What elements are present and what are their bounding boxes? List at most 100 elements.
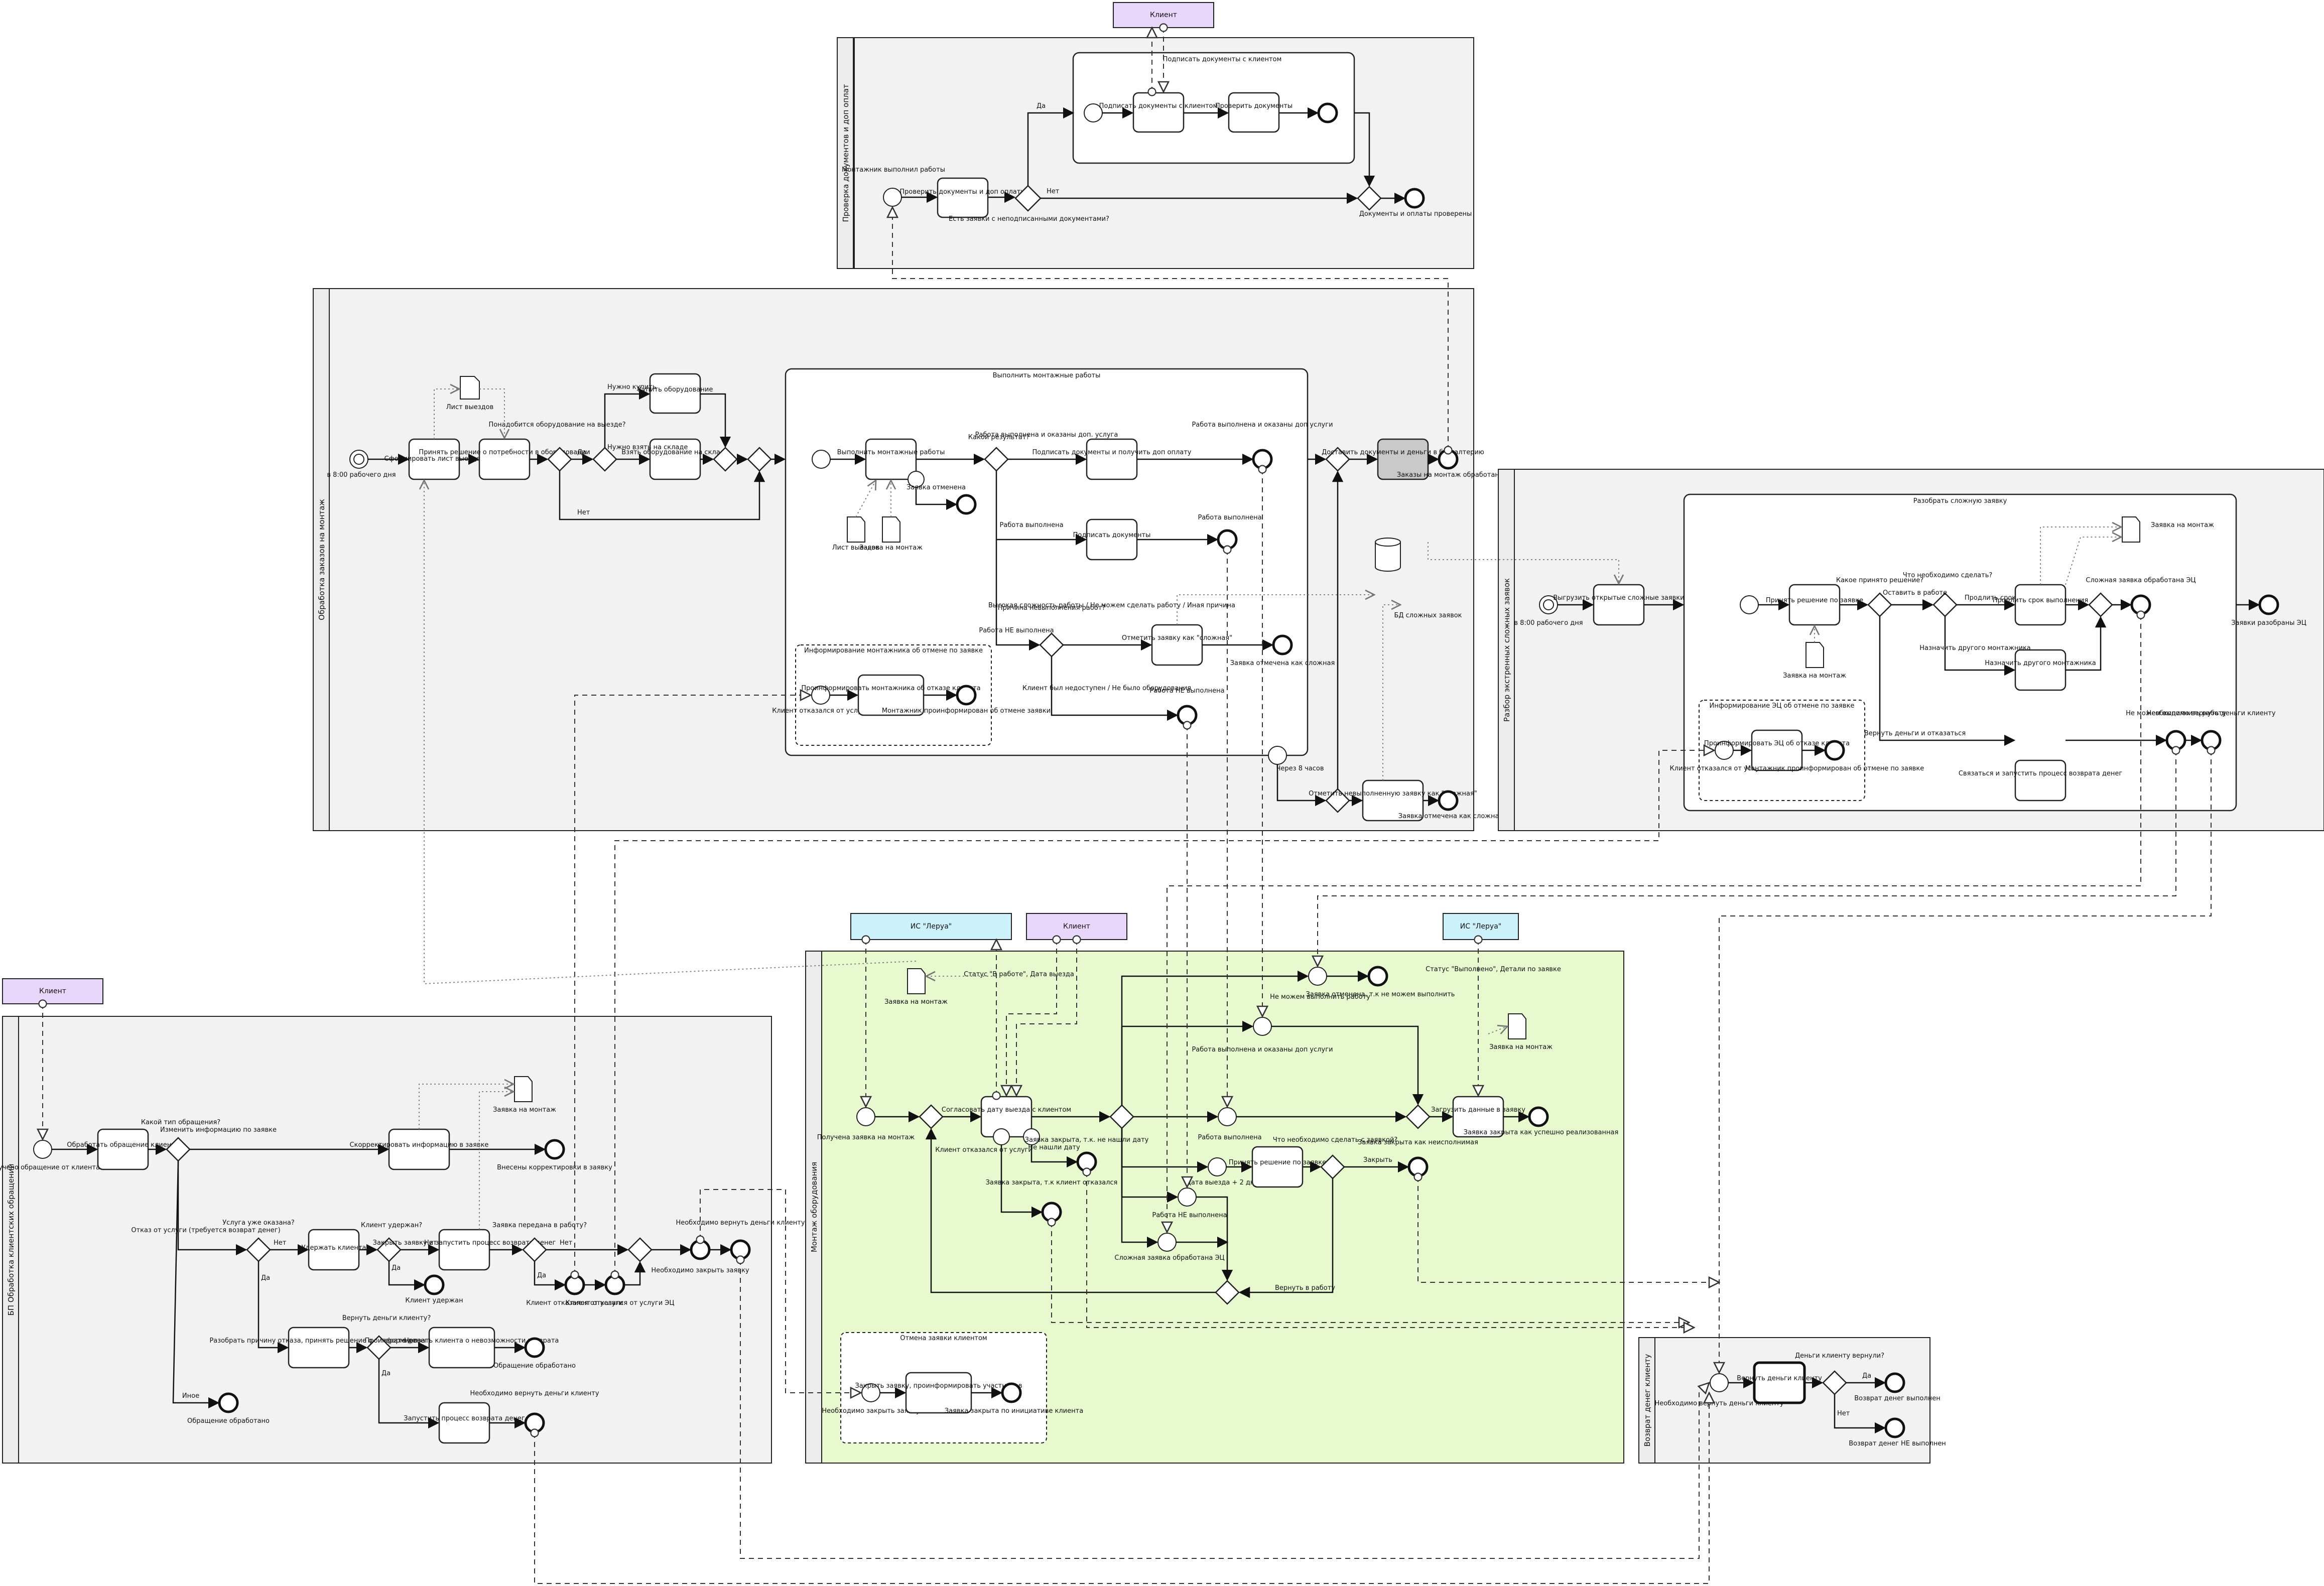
- end-closed-fail[interactable]: [1407, 1156, 1429, 1177]
- task-return[interactable]: [1753, 1361, 1806, 1404]
- end-kept[interactable]: [424, 1274, 445, 1295]
- gateway-split[interactable]: [592, 447, 617, 472]
- flow-label: Отказ от услуги (требуется возврат денег…: [131, 1227, 280, 1234]
- start-event[interactable]: [883, 188, 902, 207]
- end-done-pay[interactable]: [1252, 449, 1273, 470]
- task-buy[interactable]: [649, 373, 701, 414]
- msg-cant[interactable]: [1308, 967, 1327, 986]
- end-refuse2[interactable]: [604, 1274, 625, 1295]
- msg-done[interactable]: [1218, 1107, 1237, 1126]
- end-cant[interactable]: [2165, 730, 2186, 751]
- event-label: Заявка закрыта, т.к. не нашли дату: [1025, 1136, 1149, 1144]
- task-close[interactable]: [905, 1372, 972, 1414]
- task-sign-pay[interactable]: [1086, 438, 1138, 480]
- task-decide[interactable]: [478, 438, 531, 480]
- end-refund[interactable]: [730, 1239, 751, 1260]
- flow-label: Изменить информацию по заявке: [160, 1126, 277, 1134]
- end-sorted[interactable]: [2258, 594, 2279, 615]
- timer-event[interactable]: [1208, 1157, 1227, 1176]
- end-success[interactable]: [1528, 1106, 1549, 1127]
- msg-not-done[interactable]: [1178, 1187, 1197, 1207]
- task-handle[interactable]: [97, 1128, 149, 1170]
- msg-start[interactable]: [1710, 1373, 1729, 1392]
- timer-boundary[interactable]: [1268, 746, 1287, 765]
- boundary-refused[interactable]: [993, 1128, 1010, 1145]
- task-unload[interactable]: [1593, 584, 1645, 626]
- task-label: Проверить документы и доп оплаты: [899, 188, 1025, 196]
- event-label: Заявка отмечена как сложная: [1230, 659, 1335, 667]
- gateway-join[interactable]: [713, 447, 738, 472]
- task-decide[interactable]: [1251, 1146, 1304, 1188]
- participant-is-lerua-1[interactable]: ИС "Леруа": [850, 913, 1012, 940]
- flow-label-no: Нет: [404, 1337, 417, 1345]
- end-cant[interactable]: [1367, 966, 1388, 987]
- participant-label: Клиент: [39, 987, 66, 995]
- flow-label: Работа НЕ выполнена: [979, 627, 1054, 634]
- participant-client-left[interactable]: Клиент: [2, 978, 103, 1004]
- task-decide[interactable]: [1788, 584, 1841, 626]
- end-refuse1[interactable]: [564, 1274, 585, 1295]
- cancel-end[interactable]: [956, 494, 977, 515]
- task-refund[interactable]: [2014, 759, 2067, 802]
- end-close-req[interactable]: [690, 1239, 711, 1260]
- end-event[interactable]: [1404, 188, 1425, 209]
- inner-start[interactable]: [1740, 595, 1759, 614]
- task-close[interactable]: [438, 1229, 490, 1271]
- pool-label: БП Обработка клиентских обращений: [7, 1164, 16, 1316]
- end-refund[interactable]: [2201, 730, 2222, 751]
- task-inform[interactable]: [428, 1327, 495, 1369]
- participant-client-mid[interactable]: Клиент: [1026, 913, 1127, 940]
- inner-start[interactable]: [812, 450, 831, 469]
- task-start[interactable]: [438, 1402, 490, 1444]
- task-sign[interactable]: [1132, 92, 1185, 133]
- start-event[interactable]: [33, 1140, 52, 1159]
- doc-label: Лист выездов: [832, 544, 880, 552]
- end-yes[interactable]: [1884, 1372, 1905, 1393]
- end-informed[interactable]: [956, 685, 977, 706]
- flow-label: Работа выполнена и оказаны доп. услуга: [975, 431, 1118, 439]
- task-check-docs[interactable]: [937, 177, 989, 218]
- task-verify[interactable]: [1228, 92, 1280, 133]
- participant-is-lerua-2[interactable]: ИС "Леруа": [1443, 913, 1519, 940]
- end-done[interactable]: [1217, 529, 1238, 550]
- end-processed[interactable]: [524, 1337, 545, 1358]
- end-closed-client[interactable]: [1041, 1202, 1062, 1223]
- msg-complex[interactable]: [1157, 1233, 1177, 1252]
- doc-icon: [460, 376, 480, 400]
- task-mark[interactable]: [1151, 624, 1203, 666]
- task-explain[interactable]: [288, 1327, 350, 1369]
- start-event[interactable]: [856, 1107, 875, 1126]
- task-inform[interactable]: [1751, 729, 1803, 771]
- subprocess-sign-docs[interactable]: Подписать документы с клиентом: [1072, 52, 1355, 164]
- task-do[interactable]: [865, 438, 917, 480]
- task-correct[interactable]: [388, 1128, 450, 1170]
- end-other[interactable]: [218, 1392, 239, 1413]
- end-complex[interactable]: [2130, 594, 2151, 615]
- end-orders[interactable]: [1438, 449, 1459, 470]
- event-label: Заявка закрыта как неисполнимая: [1358, 1139, 1478, 1146]
- end-closed-init[interactable]: [1001, 1382, 1022, 1403]
- event-label: Обращение обработано: [187, 1417, 270, 1425]
- end-corrected[interactable]: [544, 1139, 565, 1160]
- end-refund2[interactable]: [524, 1412, 545, 1433]
- event-label: Монтажник проинформирован об отмене заяв…: [882, 707, 1051, 715]
- participant-client-top[interactable]: Клиент: [1113, 2, 1214, 28]
- message-flows: [43, 28, 2211, 1584]
- end-not-done[interactable]: [1177, 705, 1198, 726]
- end-informed[interactable]: [1824, 740, 1845, 761]
- task-sign[interactable]: [1086, 518, 1138, 561]
- flow-label: Клиент был недоступен / Не было оборудов…: [1022, 685, 1191, 692]
- end-complex2[interactable]: [1438, 790, 1459, 811]
- group-label: Информирование монтажника об отмене по з…: [804, 647, 983, 654]
- flow-label-yes: Да: [392, 1264, 401, 1272]
- task-assign[interactable]: [2014, 649, 2067, 691]
- inner-end[interactable]: [1317, 102, 1338, 123]
- event-label: Заявка отменена, т.к не можем выполнить: [1306, 991, 1455, 998]
- end-no[interactable]: [1884, 1417, 1905, 1438]
- end-closed-nodate[interactable]: [1076, 1151, 1097, 1172]
- task-extend[interactable]: [2014, 584, 2067, 626]
- end-complex[interactable]: [1272, 634, 1293, 655]
- message-label: Статус "Выполнено", Детали по заявке: [1426, 966, 1561, 973]
- msg-done-pay[interactable]: [1253, 1017, 1272, 1036]
- start-label: Получена заявка на монтаж: [817, 1134, 915, 1141]
